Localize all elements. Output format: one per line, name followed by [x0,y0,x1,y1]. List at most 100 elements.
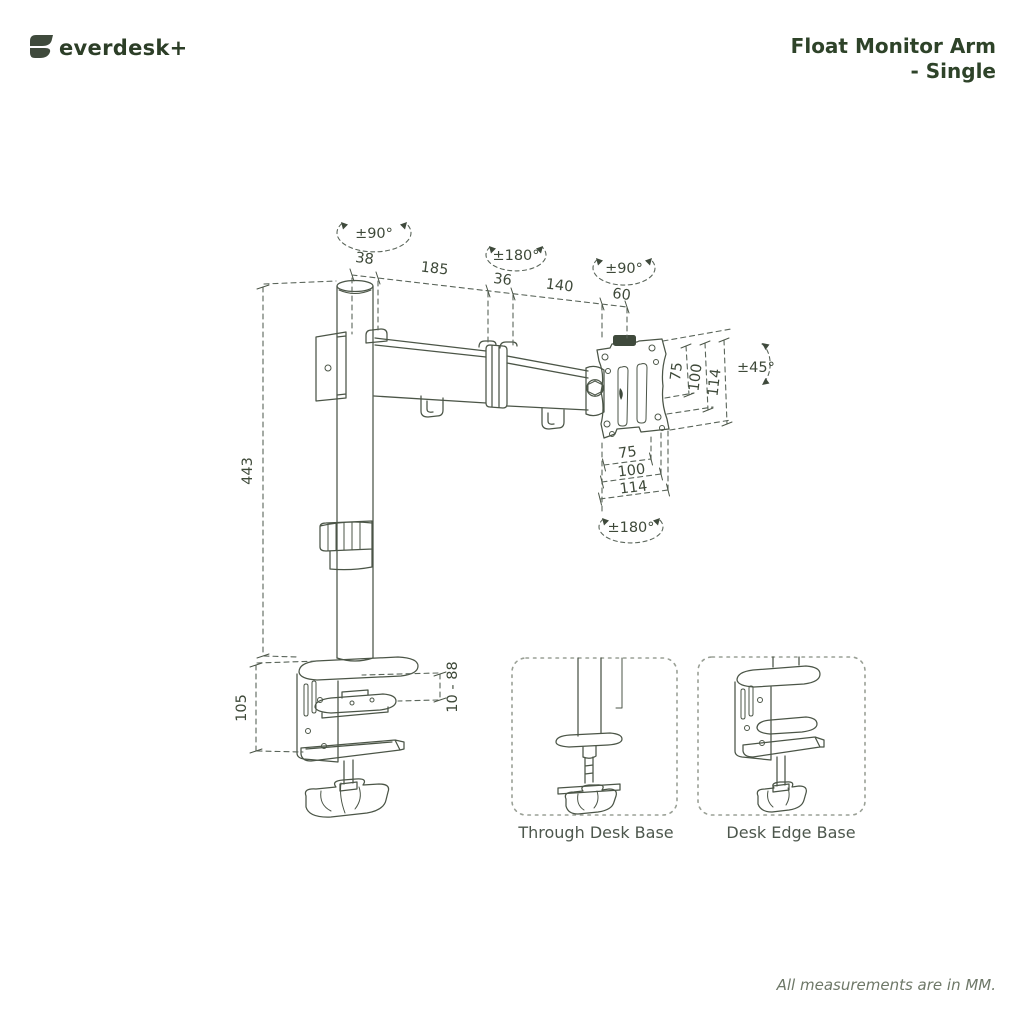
rotation-vesa-rotate: ±180° [598,518,664,544]
arm-drawing [315,328,605,430]
clamp-foot-knob [304,778,390,818]
arrowhead [596,258,603,266]
arrowhead [341,222,348,230]
dim-vesa-offset: 60 [611,286,631,304]
arrowhead [602,518,609,526]
top-dimension-chain: 38 185 36 140 60 [349,250,632,349]
header: everdesk+ Float Monitor Arm - Single [30,34,996,83]
edge-bracket [734,681,772,761]
vesa-side-100: 100 [686,363,705,392]
collar-sleeve [329,548,373,571]
pole-height-ticks [256,284,270,659]
page-title-line1: Float Monitor Arm [791,34,996,58]
rotation-elbow: ±180° [485,246,547,272]
vesa-bottom-114: 114 [619,478,648,497]
vesa-bottom-dim-lines [599,458,669,500]
vesa-side-dim-lines [685,339,728,425]
rotation-vesa-rotate-arc [598,518,664,544]
edge-foot-knob [756,781,807,813]
vesa-bottom-75: 75 [617,444,637,462]
arrowhead [762,343,770,350]
arrowhead [536,246,543,254]
vesa-holes [601,344,665,437]
vesa-joint-cylinder [585,365,605,417]
dim-pole-height: 443 [240,457,256,485]
grommet-neck [582,745,597,759]
clamp-top-plate [298,656,419,681]
vesa-side-ticks [680,337,733,427]
edge-bracket-slots [740,685,754,720]
tilt-bolt-hex [587,380,603,396]
edge-lower-arm [742,736,825,758]
rotation-vesa-joint-arc [592,258,656,286]
desk-edge-label: Desk Edge Base [726,823,855,842]
pole-top-cap [336,279,374,293]
inset-through-desk: Through Desk Base [511,657,678,842]
grommet-plate [555,732,623,748]
grommet-foot-detail [577,790,599,811]
clamp-screw [339,759,358,792]
page-title-line2: - Single [911,59,997,83]
vesa-bottom-ticks [598,452,670,506]
through-desk-panel-border [511,657,678,816]
vesa-plate-drawing [596,335,670,439]
measurements-note: All measurements are in MM. [776,976,996,994]
brand-name: everdesk+ [59,36,188,60]
rotation-vesa-rotate-label: ±180° [607,520,654,536]
logo-mark-bottom [30,48,51,58]
top-dim-extensions [351,277,628,349]
vesa-side-75: 75 [668,361,686,381]
edge-upper-pad [756,716,818,735]
dim-clamp-range: 10 - 88 [445,661,461,712]
arm-inner-segment [373,337,487,404]
adjustment-knob [613,335,636,346]
rotation-tilt-label: ±45° [737,360,775,376]
rotation-vesa-joint: ±90° [592,258,656,286]
pole-height-dim [262,280,337,658]
rotation-pole: ±90° [336,222,412,253]
cable-clip-outer [541,407,565,430]
top-dim-ticks [349,268,630,314]
desk-edge-panel-border [697,656,866,816]
vesa-side-dimensions: 75 100 114 [662,328,733,431]
edge-pole-stub [772,656,800,668]
tilt-bolt [586,379,604,397]
rotation-pole-arc [336,222,412,253]
elbow-joint [485,344,508,409]
rotation-elbow-label: ±180° [492,248,539,264]
dim-elbow: 36 [492,271,512,289]
vesa-side-114: 114 [705,368,724,397]
vesa-bottom-100: 100 [617,461,646,480]
desk-clamp-drawing [296,656,419,818]
bolt-tab-pole [365,328,388,344]
bolt-tab-elbow-right [499,341,518,349]
arrowhead [653,518,660,526]
rotation-markers: ±90° ±180° ±90° ±45° ±180° [336,222,775,544]
grommet-shaft [584,756,594,784]
vesa-bottom-extensions [601,430,669,513]
left-dimensions: 443 105 10 - 88 [234,280,461,754]
vesa-bottom-dimensions: 75 100 114 [598,430,670,513]
arrowhead [762,378,770,385]
inset-desk-edge: Desk Edge Base [697,656,866,842]
rotation-pole-label: ±90° [355,226,393,242]
clamp-pad-bolts [349,697,375,706]
vesa-slot-detail [619,388,623,400]
grommet-foot-knob [564,784,617,815]
clamp-height-dim [255,660,321,753]
clamp-bracket [296,673,339,763]
pole-drawing [319,279,374,659]
through-desk-pole [577,657,602,737]
clamp-foot-detail [320,782,361,814]
clamp-range-ticks [433,671,447,703]
edge-screw [772,755,790,793]
clamp-bracket-slots [303,680,317,717]
pole-body [336,285,374,659]
edge-foot-detail [767,787,790,808]
edge-top-plate [736,665,821,688]
through-desk-drawing [555,657,623,815]
clamp-lower-arm [300,739,405,762]
dim-pole-width: 38 [354,250,374,268]
